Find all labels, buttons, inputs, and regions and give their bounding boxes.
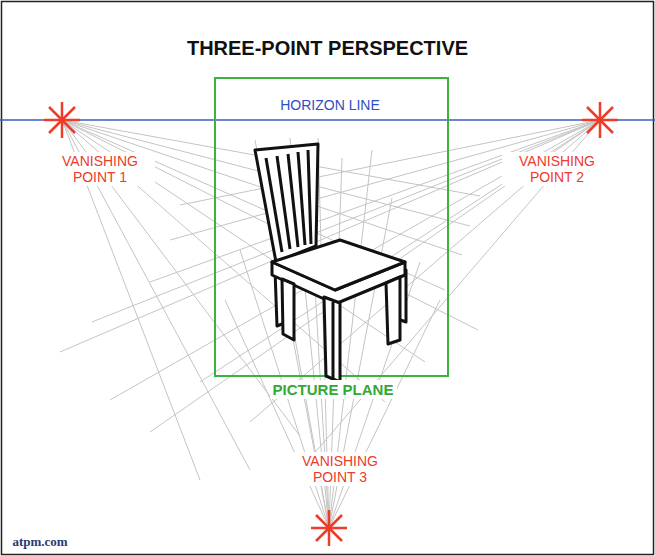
chair-slat — [277, 156, 290, 249]
vanishing-point-star — [44, 102, 80, 138]
guide-line — [329, 300, 440, 528]
vanishing-point-star — [582, 102, 618, 138]
vanishing-point-label: VANISHING POINT 2 — [502, 152, 612, 186]
guide-line — [225, 300, 329, 528]
line-label: HORIZON LINE — [277, 96, 383, 114]
watermark: atpm.com — [9, 534, 71, 551]
chair-back — [255, 144, 318, 262]
horizon-line — [0, 119, 655, 121]
chair-leg-edge — [332, 302, 335, 378]
vanishing-point-label: VANISHING POINT 1 — [45, 152, 155, 186]
chair-leg — [282, 279, 294, 340]
diagram-title: THREE-POINT PERSPECTIVE — [0, 37, 655, 60]
guide-line — [92, 120, 600, 322]
vanishing-point-label: VANISHING POINT 3 — [285, 452, 395, 486]
chair-slat — [298, 152, 305, 245]
vanishing-point-star — [311, 510, 347, 546]
chair-slat — [308, 150, 311, 244]
chair-leg — [324, 297, 340, 382]
chair-slat — [288, 154, 298, 247]
plane-label: PICTURE PLANE — [270, 380, 397, 399]
chair-leg — [386, 277, 400, 344]
chair-drawing — [255, 144, 406, 382]
